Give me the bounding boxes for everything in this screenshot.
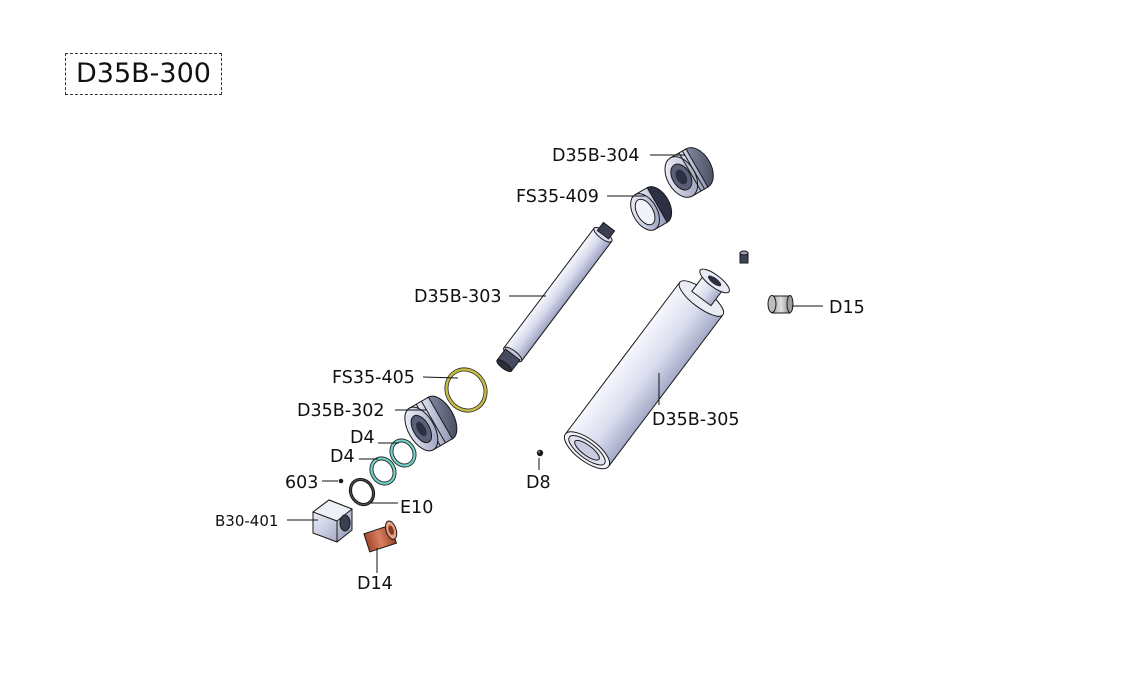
part-d14 [363,520,398,553]
part-d15 [767,295,794,314]
label-fs35-409: FS35-409 [516,187,599,207]
label-d4-lower: D4 [330,447,355,467]
label-d4-upper: D4 [350,428,375,448]
part-d4-upper [389,438,417,468]
part-b30-401 [311,499,353,543]
part-d35b-304 [664,147,714,198]
label-603: 603 [285,473,318,493]
part-603 [338,478,344,484]
label-d14: D14 [357,574,393,594]
label-d8: D8 [526,473,551,493]
part-d35b-302 [404,395,458,452]
part-d35b-305 [563,250,749,470]
part-fs35-405 [444,367,488,413]
part-e10 [348,477,376,507]
part-d8 [536,449,544,457]
label-e10: E10 [400,498,433,518]
drawing-title: D35B-300 [65,53,222,95]
label-d15: D15 [829,298,865,318]
part-d35b-303 [496,221,616,373]
label-d35b-302: D35B-302 [297,401,384,421]
label-d35b-305: D35B-305 [652,410,739,430]
label-d35b-303: D35B-303 [414,287,501,307]
label-d35b-304: D35B-304 [552,146,639,166]
label-b30-401: B30-401 [215,512,278,530]
leader-lines [287,154,823,573]
part-fs35-409 [630,186,673,231]
part-d4-lower [369,456,397,486]
label-fs35-405: FS35-405 [332,368,415,388]
